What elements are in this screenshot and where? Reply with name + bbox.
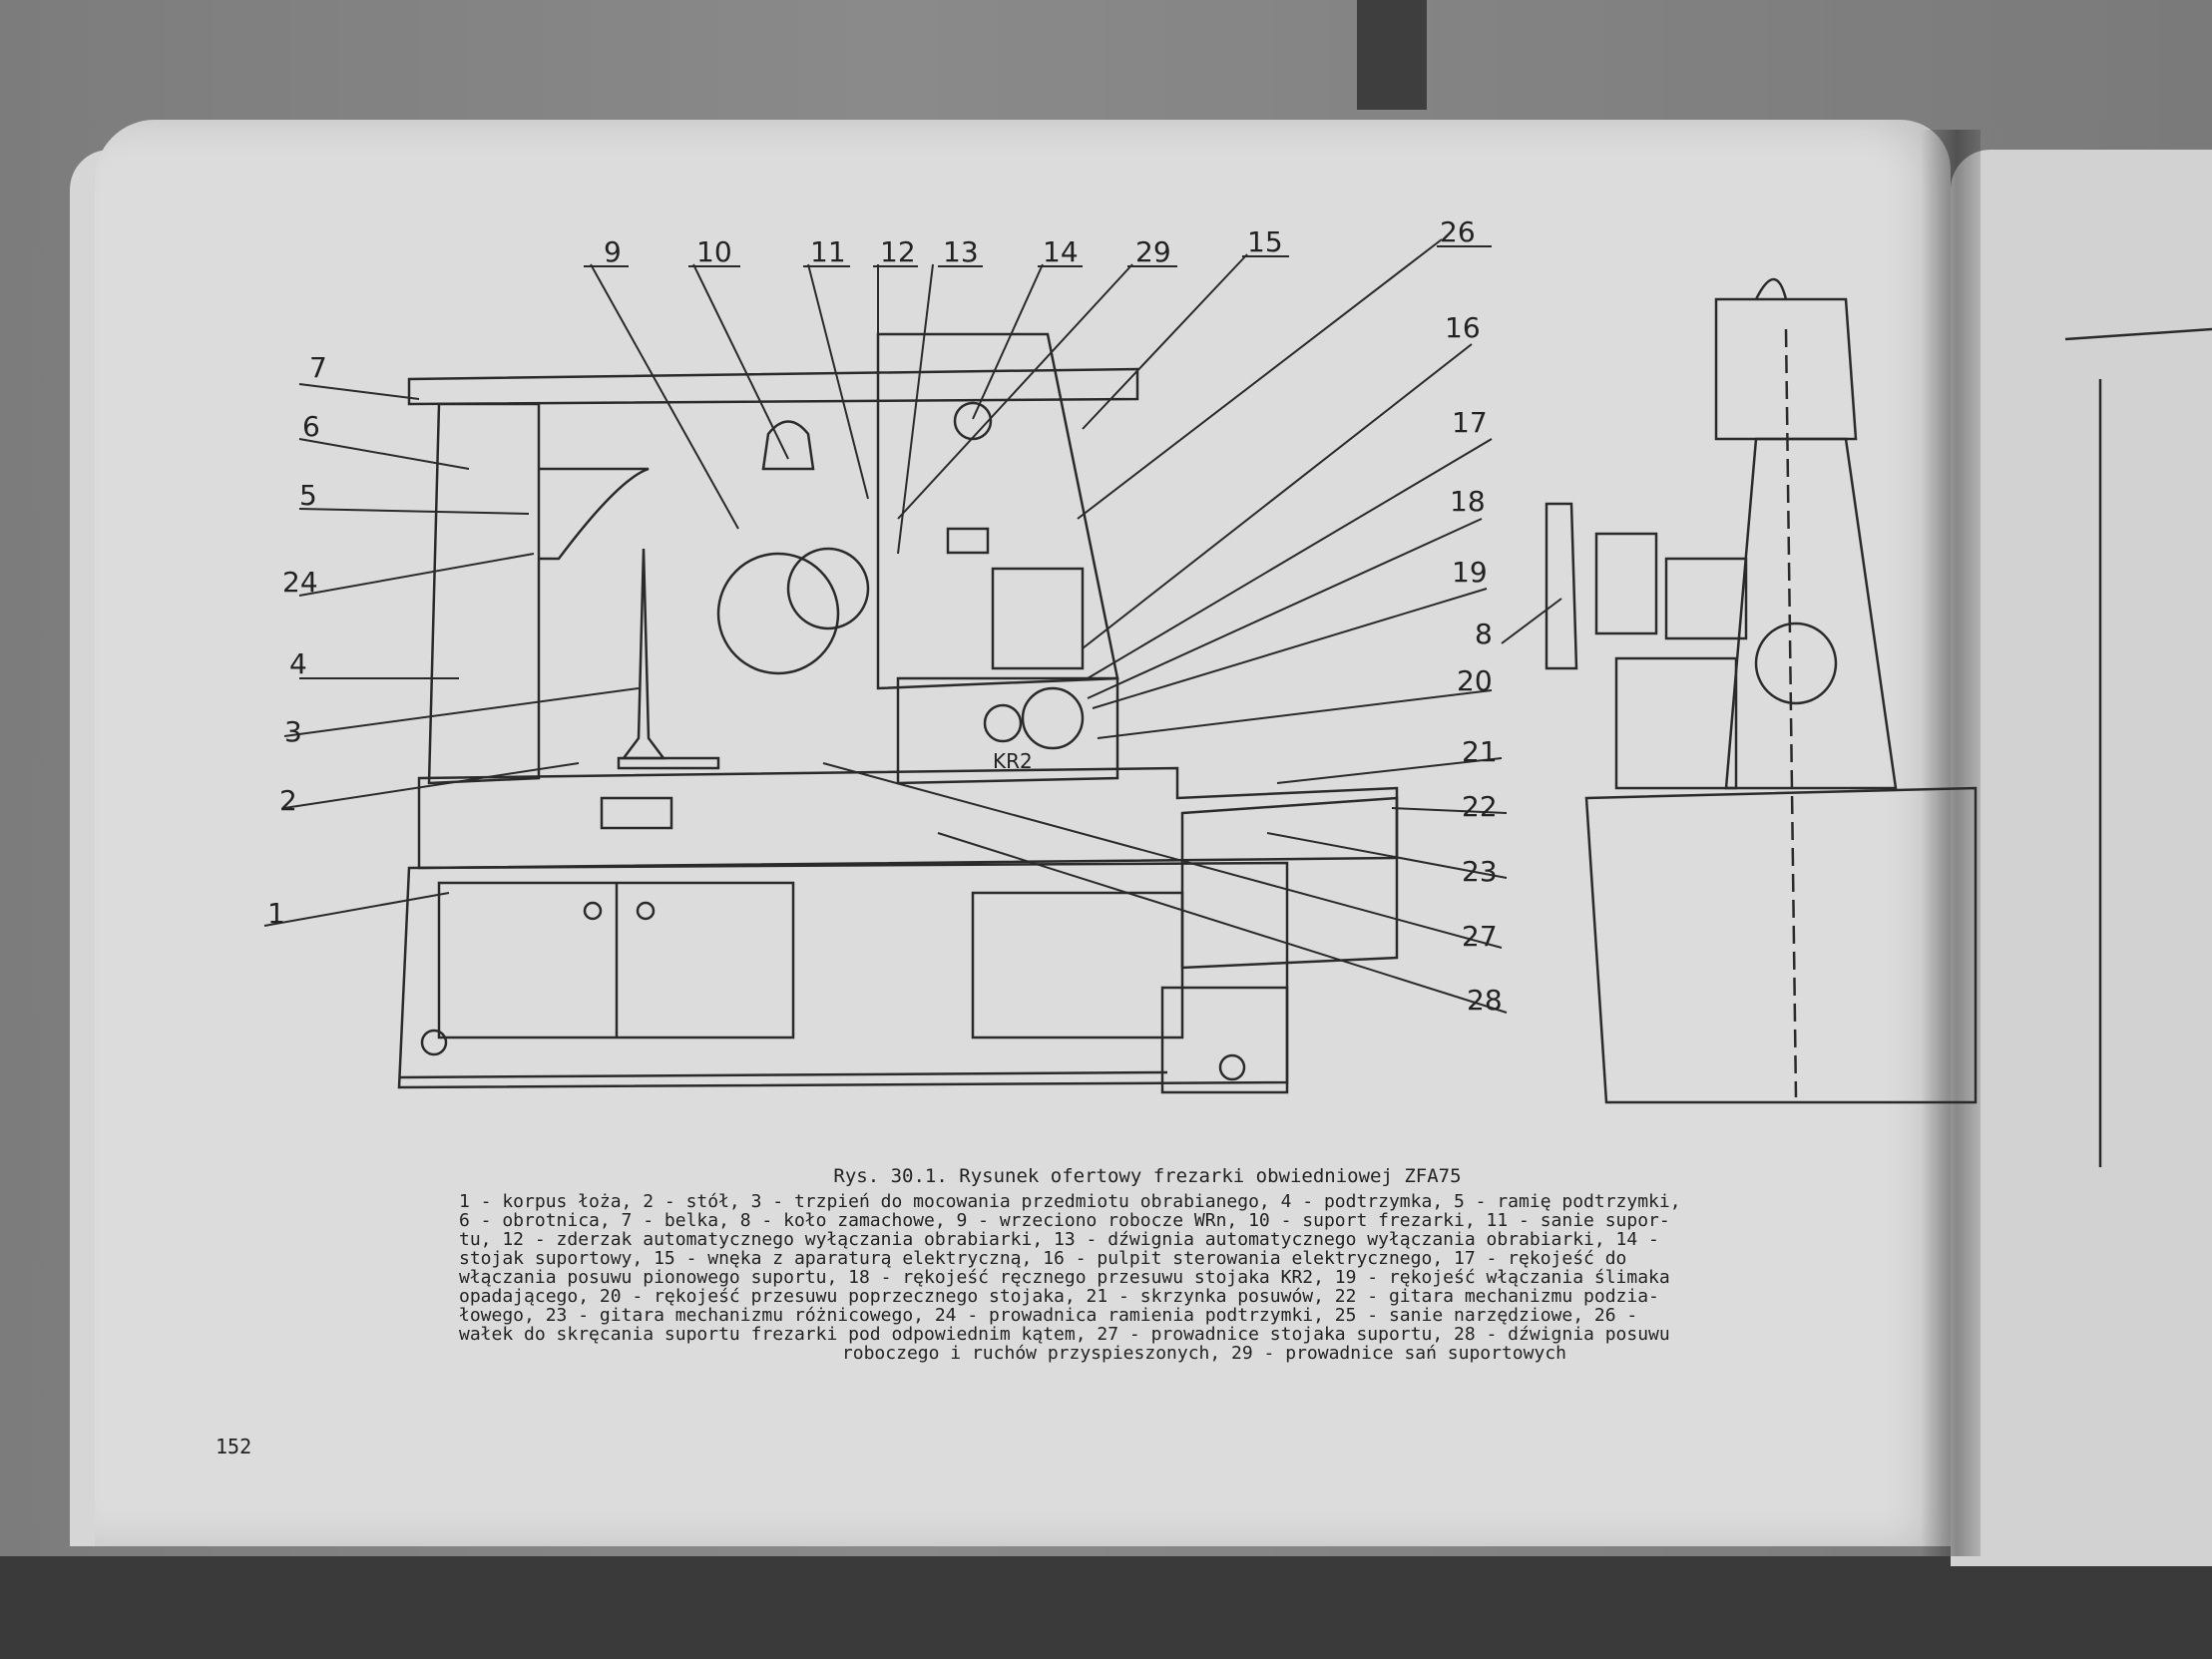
callout-2: 2 <box>279 784 297 817</box>
callout-24: 24 <box>282 566 318 599</box>
background-strip <box>1357 0 1427 110</box>
callout-5: 5 <box>299 479 317 512</box>
callout-22: 22 <box>1462 790 1498 823</box>
page-number: 152 <box>216 1435 252 1458</box>
caption-line: tu, 12 - zderzak automatycznego wyłączan… <box>459 1229 1659 1250</box>
caption-title: Rys. 30.1. Rysunek ofertowy frezarki obw… <box>833 1165 1462 1187</box>
callout-21: 21 <box>1462 735 1498 768</box>
callout-9: 9 <box>604 235 622 268</box>
callout-28: 28 <box>1467 984 1503 1017</box>
right-page <box>1951 150 2212 1566</box>
caption-line: łowego, 23 - gitara mechanizmu różnicowe… <box>459 1305 1638 1326</box>
callout-26: 26 <box>1440 215 1476 248</box>
callout-11: 11 <box>810 235 846 268</box>
book-gutter <box>1921 130 1981 1556</box>
callout-1: 1 <box>267 897 285 930</box>
left-page <box>95 120 1951 1546</box>
callout-23: 23 <box>1462 855 1498 888</box>
callout-19: 19 <box>1452 556 1488 589</box>
caption-line: 1 - korpus łoża, 2 - stół, 3 - trzpień d… <box>459 1191 1681 1212</box>
callout-20: 20 <box>1457 664 1493 697</box>
callout-18: 18 <box>1450 485 1486 518</box>
caption-line: 6 - obrotnica, 7 - belka, 8 - koło zamac… <box>459 1210 1670 1231</box>
callout-13: 13 <box>943 235 979 268</box>
caption-line: stojak suportowy, 15 - wnęka z aparaturą… <box>459 1248 1627 1269</box>
caption-line: opadającego, 20 - rękojeść przesuwu popr… <box>459 1286 1659 1307</box>
caption-line: wałek do skręcania suportu frezarki pod … <box>459 1324 1670 1345</box>
callout-4: 4 <box>289 647 307 680</box>
callout-10: 10 <box>696 235 732 268</box>
caption-line: roboczego i ruchów przyspieszonych, 29 -… <box>841 1343 1566 1364</box>
callout-27: 27 <box>1462 920 1498 953</box>
callout-3: 3 <box>284 715 302 748</box>
callout-17: 17 <box>1452 406 1488 439</box>
callout-7: 7 <box>309 351 327 384</box>
callout-8: 8 <box>1475 618 1493 650</box>
figure-caption: Rys. 30.1. Rysunek ofertowy frezarki obw… <box>459 1165 1836 1364</box>
callout-12: 12 <box>880 235 916 268</box>
callout-16: 16 <box>1445 311 1481 344</box>
callout-6: 6 <box>302 410 320 443</box>
callout-15: 15 <box>1247 225 1283 258</box>
callout-29: 29 <box>1135 235 1171 268</box>
caption-line: włączania posuwu pionowego suportu, 18 -… <box>459 1267 1670 1288</box>
callout-14: 14 <box>1043 235 1079 268</box>
plate-label-kr2: KR2 <box>993 749 1033 773</box>
book-shadow <box>0 1556 2212 1659</box>
